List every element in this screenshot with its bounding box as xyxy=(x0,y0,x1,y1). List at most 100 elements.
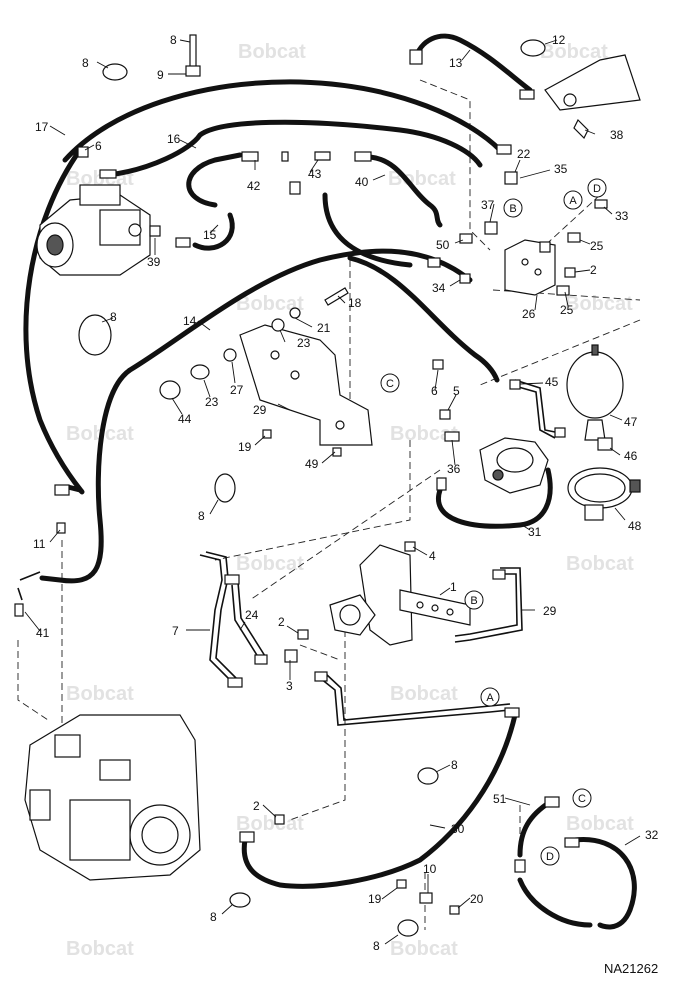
callout-32: 32 xyxy=(645,828,659,842)
tube-layer xyxy=(17,379,556,726)
dashed-line xyxy=(214,440,411,561)
hose-long-middle xyxy=(322,192,413,268)
watermark: Bobcat xyxy=(390,938,458,960)
watermark: Bobcat xyxy=(66,938,134,960)
callout-40: 40 xyxy=(355,175,369,189)
cable-tie-8 xyxy=(102,63,128,81)
callout-33: 33 xyxy=(615,209,629,223)
callout-24: 24 xyxy=(245,608,259,622)
callout-5: 5 xyxy=(453,384,460,398)
callout-8: 8 xyxy=(198,509,205,523)
hose-14-extension xyxy=(347,255,500,383)
hose-40 xyxy=(367,154,443,228)
callout-7: 7 xyxy=(172,624,179,638)
ref-marker-b-label: B xyxy=(470,595,477,607)
callout-8: 8 xyxy=(373,939,380,953)
callout-19: 19 xyxy=(368,892,382,906)
ref-marker-d xyxy=(587,178,607,198)
callout-42: 42 xyxy=(247,179,261,193)
watermark: Bobcat xyxy=(236,813,304,835)
hose-32 xyxy=(517,837,637,930)
callout-43: 43 xyxy=(308,167,322,181)
watermark: Bobcat xyxy=(566,553,634,575)
cable-tie-8 xyxy=(78,314,112,356)
callout-35: 35 xyxy=(554,162,568,176)
callout-19: 19 xyxy=(238,440,252,454)
tube-41 xyxy=(19,571,41,581)
callout-22: 22 xyxy=(517,147,531,161)
ref-marker-b-label: B xyxy=(509,203,516,215)
callout-45: 45 xyxy=(545,375,559,389)
callout-layer: 8 8 9 12 13 17 6 16 38 22 35 42 43 40 37… xyxy=(33,33,659,953)
callout-8: 8 xyxy=(82,56,89,70)
callout-29: 29 xyxy=(543,604,557,618)
watermark: Bobcat xyxy=(66,683,134,705)
cable-tie-8 xyxy=(520,39,546,57)
tube-29-right-inner xyxy=(454,573,518,637)
tube-7-inner xyxy=(205,551,239,681)
spacer-23 xyxy=(190,364,210,380)
ref-marker-d-label: D xyxy=(593,183,601,195)
cable-tie-8 xyxy=(229,892,251,908)
ref-marker-c-label: C xyxy=(578,793,586,805)
callout-3: 3 xyxy=(286,679,293,693)
callout-17: 17 xyxy=(35,120,49,134)
tube-24 xyxy=(231,584,261,661)
callout-44: 44 xyxy=(178,412,192,426)
dashed-line xyxy=(479,319,641,386)
hose-14 xyxy=(39,248,473,584)
tube-29-right xyxy=(454,567,523,643)
hose-17 xyxy=(23,79,503,495)
components xyxy=(14,34,641,937)
callout-2: 2 xyxy=(590,263,597,277)
callout-25: 25 xyxy=(590,239,604,253)
tube-29-lower-inner xyxy=(325,673,511,721)
cable-tie-8 xyxy=(417,767,439,785)
callout-23: 23 xyxy=(297,336,311,350)
watermark: Bobcat xyxy=(390,683,458,705)
callout-37: 37 xyxy=(481,198,495,212)
ref-marker-b xyxy=(503,198,523,218)
washer-21b xyxy=(289,307,301,319)
callout-47: 47 xyxy=(624,415,638,429)
hose-13 xyxy=(412,33,533,93)
callout-18: 18 xyxy=(348,296,362,310)
callout-1: 1 xyxy=(450,580,457,594)
dashed-line xyxy=(419,79,491,251)
watermark: Bobcat xyxy=(390,423,458,445)
watermark: Bobcat xyxy=(566,813,634,835)
callout-21: 21 xyxy=(317,321,331,335)
callout-2: 2 xyxy=(278,615,285,629)
document-number: NA21262 xyxy=(604,961,658,976)
mount-44 xyxy=(159,380,181,400)
reference-markers: A A B B C C D D xyxy=(380,178,607,866)
callout-50: 50 xyxy=(436,238,450,252)
callout-8: 8 xyxy=(210,910,217,924)
watermark: Bobcat xyxy=(236,293,304,315)
fittings xyxy=(14,49,613,915)
washer-21 xyxy=(271,318,285,332)
accumulator-47 xyxy=(566,344,624,441)
cable-tie-8 xyxy=(397,919,419,937)
callout-46: 46 xyxy=(624,449,638,463)
callout-39: 39 xyxy=(147,255,161,269)
callout-15: 15 xyxy=(203,228,217,242)
watermark: Bobcat xyxy=(540,41,608,63)
hose-31 xyxy=(436,467,553,529)
callout-49: 49 xyxy=(305,457,319,471)
hydraulic-pump-lower xyxy=(24,714,201,881)
leader-lines xyxy=(24,39,641,945)
control-valve-1 xyxy=(329,544,471,646)
bracket-38 xyxy=(544,54,641,140)
callout-2: 2 xyxy=(253,799,260,813)
callout-12: 12 xyxy=(552,33,566,47)
callout-25: 25 xyxy=(560,303,574,317)
tube-41-lower xyxy=(17,587,23,601)
dashed-line xyxy=(17,640,49,721)
callout-41: 41 xyxy=(36,626,50,640)
callout-29: 29 xyxy=(253,403,267,417)
tube-29-lower xyxy=(319,677,511,726)
ref-marker-a xyxy=(563,190,583,210)
dashed-line xyxy=(539,194,601,251)
